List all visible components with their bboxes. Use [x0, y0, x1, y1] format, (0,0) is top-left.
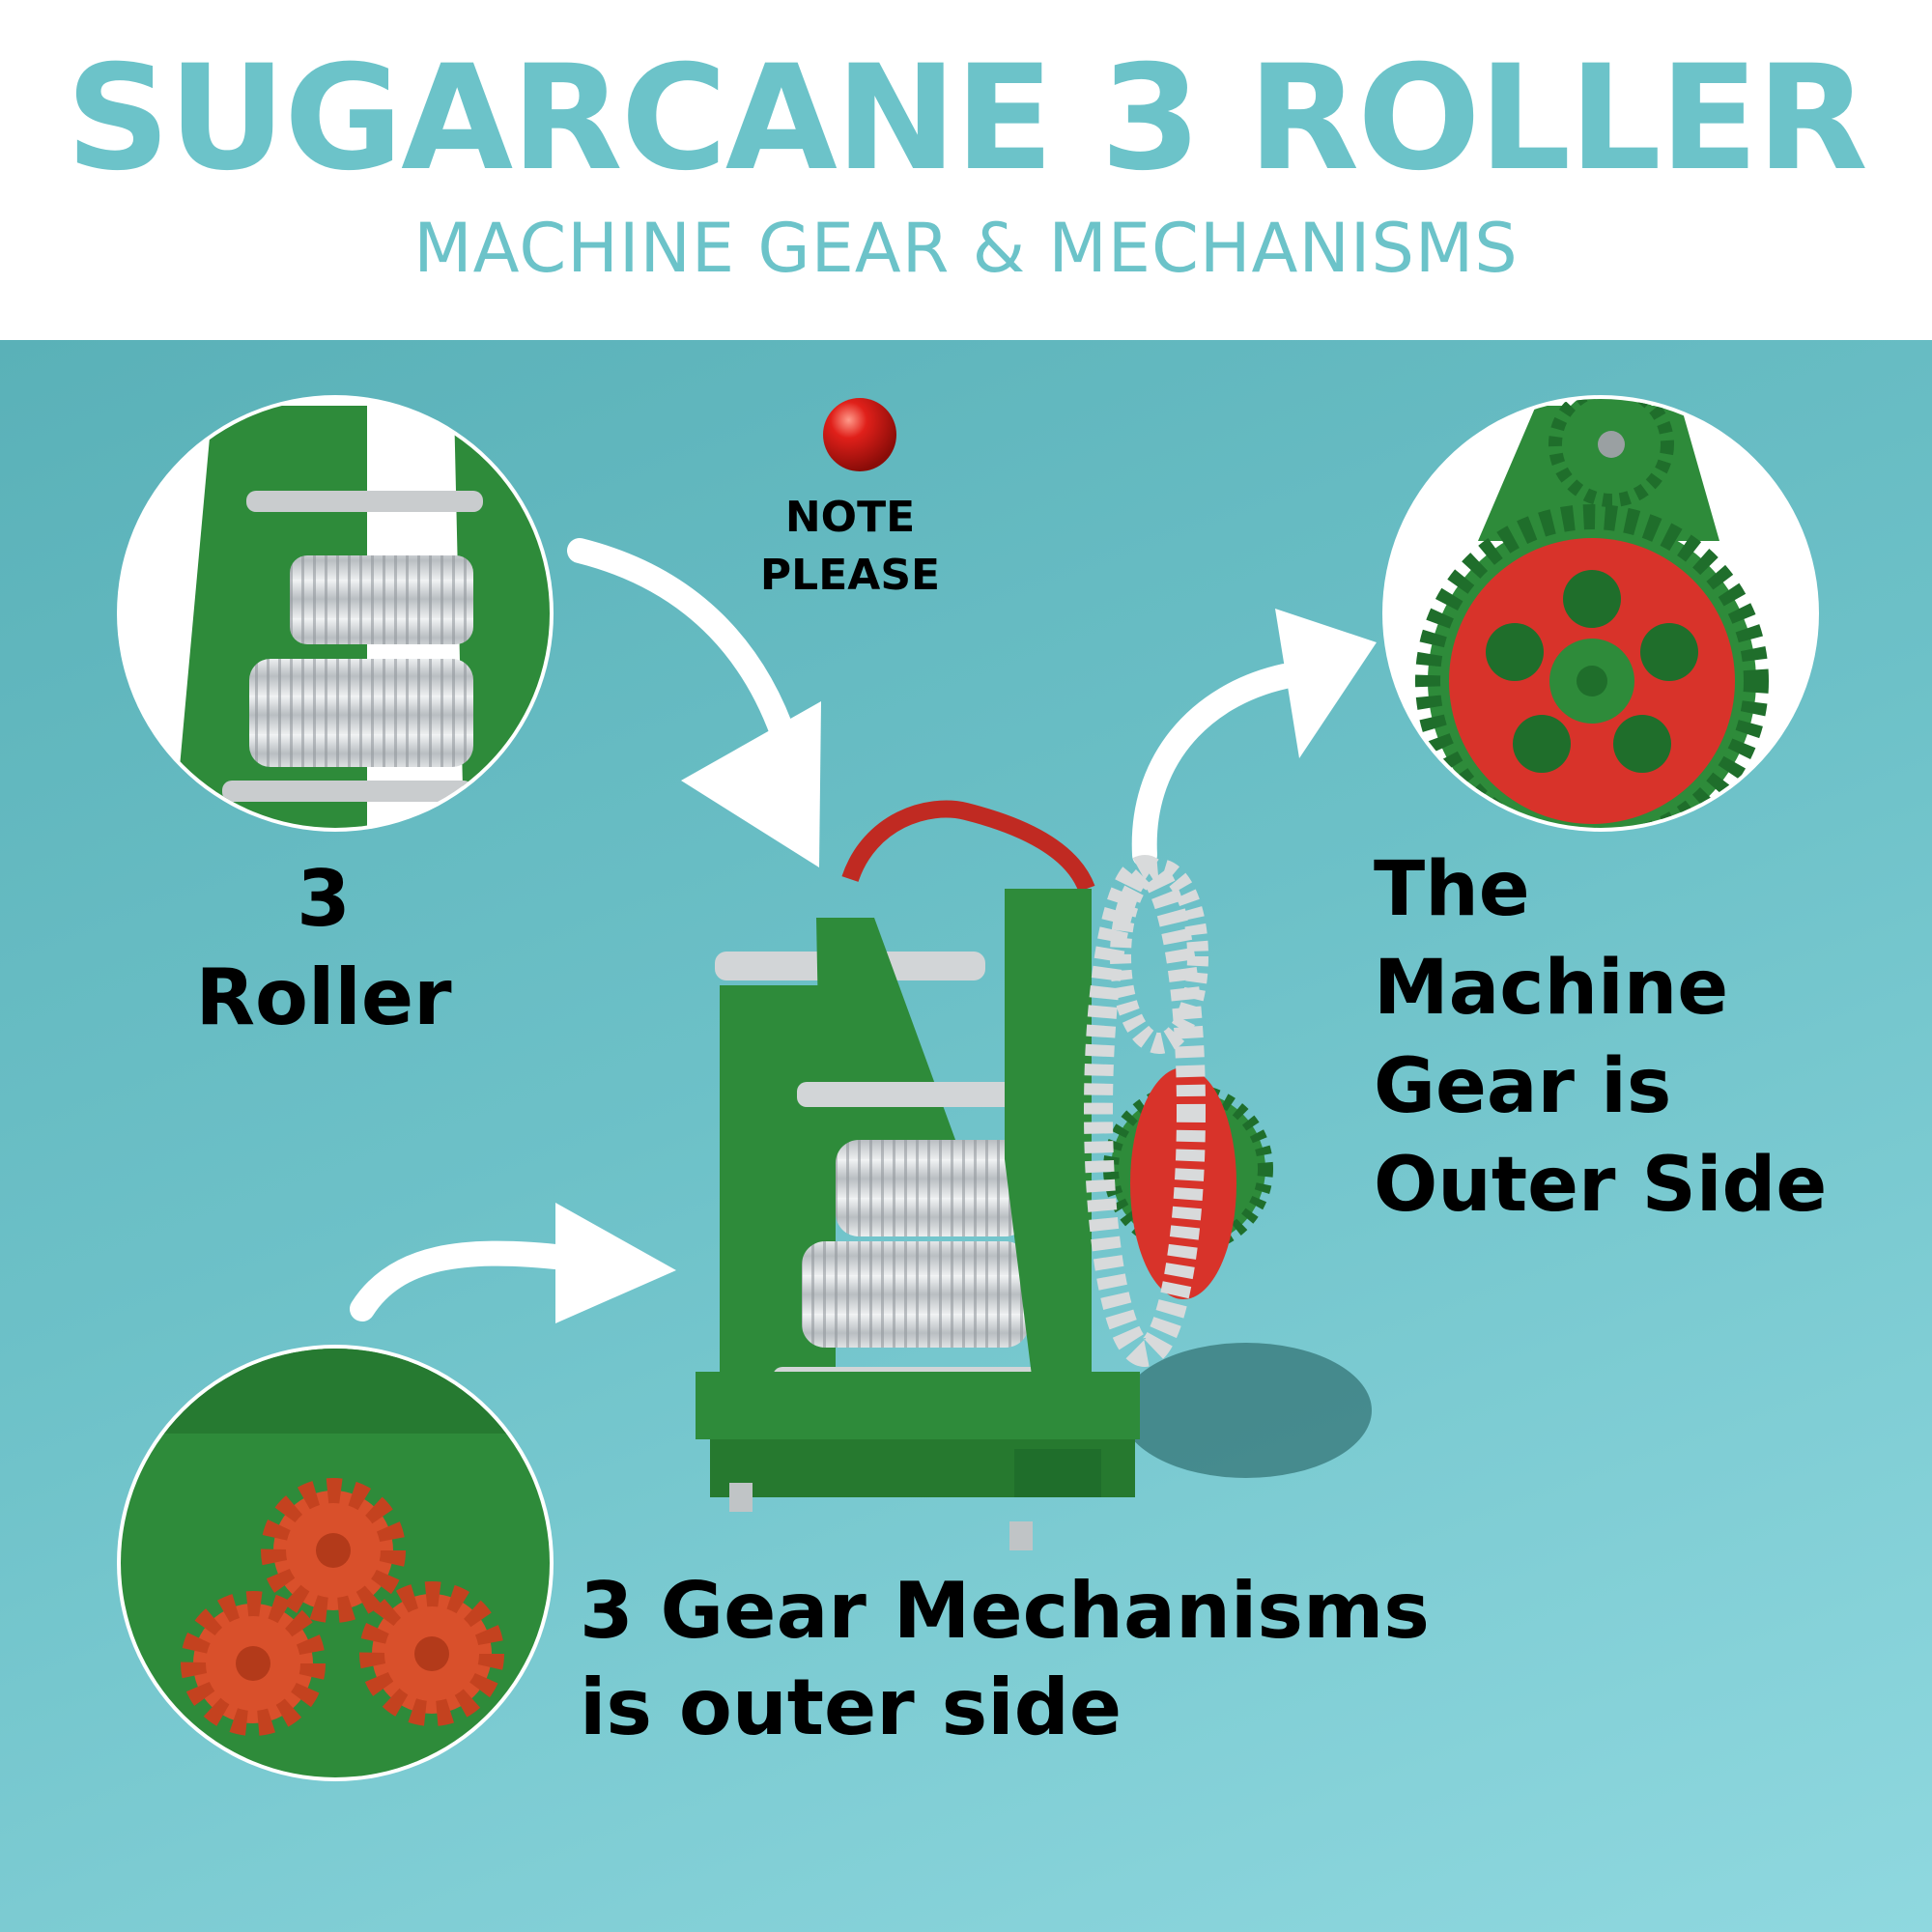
gear-caption-line-3: Gear is: [1374, 1043, 1672, 1130]
header-banner: SUGARCANE 3 ROLLER MACHINE GEAR & MECHAN…: [0, 0, 1932, 340]
arrow-roller-icon: [567, 538, 821, 867]
arrow-mechanism-icon: [350, 1203, 676, 1323]
red-dot-icon: [823, 398, 896, 471]
mechanism-caption: 3 Gear Mechanisms is outer side: [580, 1563, 1546, 1756]
note-label: NOTE PLEASE: [729, 489, 971, 605]
page-title: SUGARCANE 3 ROLLER: [66, 35, 1868, 203]
gear-caption-line-4: Outer Side: [1374, 1142, 1828, 1229]
roller-caption-line-1: 3: [297, 854, 351, 944]
roller-closeup-circle: [117, 395, 554, 832]
note-line-1: NOTE: [784, 493, 916, 542]
mechanism-caption-line-2: is outer side: [580, 1662, 1122, 1752]
gear-caption-line-2: Machine: [1374, 945, 1729, 1032]
roller-caption-line-2: Roller: [195, 952, 452, 1042]
note-line-2: PLEASE: [759, 551, 941, 600]
roller-caption: 3 Roller: [145, 850, 502, 1047]
sugarcane-machine-image: [696, 800, 1372, 1550]
arrow-gear-icon: [1131, 609, 1377, 867]
mechanism-closeup-circle: [117, 1345, 554, 1781]
page-subtitle: MACHINE GEAR & MECHANISMS: [413, 209, 1519, 288]
mechanism-caption-line-1: 3 Gear Mechanisms: [580, 1566, 1430, 1656]
gear-caption-line-1: The: [1374, 846, 1530, 933]
gear-closeup-circle: [1382, 395, 1819, 832]
gear-caption: The Machine Gear is Outer Side: [1374, 840, 1895, 1235]
